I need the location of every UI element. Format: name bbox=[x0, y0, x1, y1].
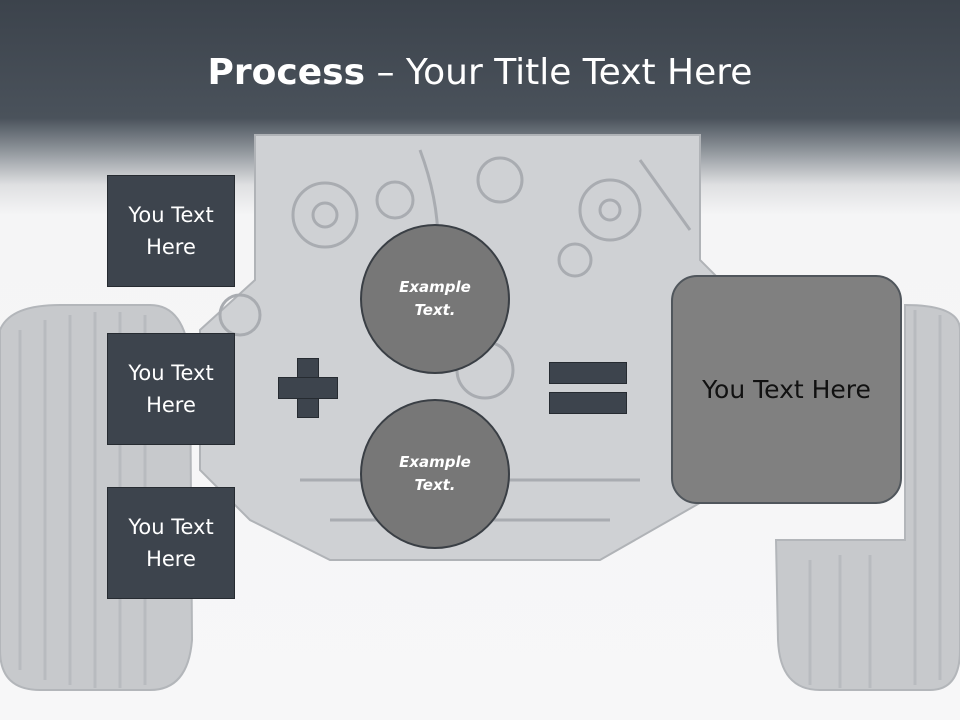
example-circle-2[interactable]: Example Text. bbox=[360, 399, 510, 549]
result-text-box[interactable]: You Text Here bbox=[671, 275, 902, 504]
title-bold: Process bbox=[207, 52, 366, 93]
left-text-box-1[interactable]: You Text Here bbox=[107, 175, 235, 287]
left-text-box-2[interactable]: You Text Here bbox=[107, 333, 235, 445]
title-rest: – Your Title Text Here bbox=[365, 52, 753, 93]
plus-horizontal-bar bbox=[278, 377, 338, 399]
equals-bottom-bar bbox=[549, 392, 627, 414]
left-text-box-3[interactable]: You Text Here bbox=[107, 487, 235, 599]
slide-title: Process – Your Title Text Here bbox=[0, 52, 960, 93]
example-circle-1[interactable]: Example Text. bbox=[360, 224, 510, 374]
equals-top-bar bbox=[549, 362, 627, 384]
